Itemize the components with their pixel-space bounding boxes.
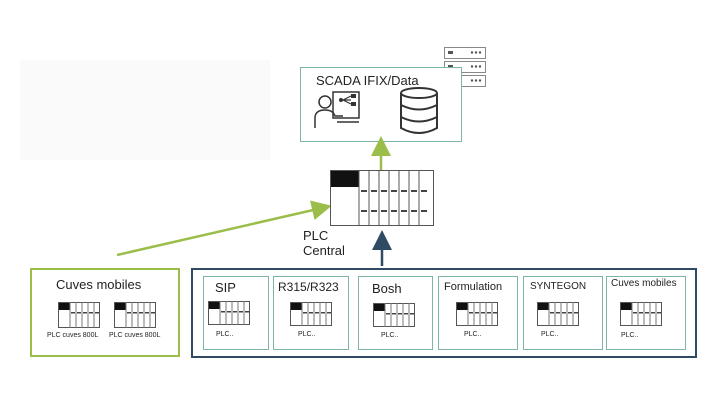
- module-title-sip: SIP: [215, 280, 236, 295]
- plc-icon: [208, 301, 250, 325]
- plc-icon: [620, 302, 662, 326]
- plc-label-tank-2: PLC cuves 800L: [109, 332, 161, 339]
- plc-icon: [58, 302, 100, 328]
- plc-central-icon: [330, 170, 434, 226]
- background-shape: [20, 60, 270, 160]
- plc-central-line1: PLC: [303, 228, 329, 243]
- module-title-cuves-mobiles: Cuves mobiles: [611, 278, 677, 289]
- module-plc-bosh: PLC..: [381, 332, 399, 339]
- plc-central-label: PLC Central: [303, 228, 345, 258]
- module-title-formulation: Formulation: [444, 281, 503, 293]
- plc-icon: [537, 302, 579, 326]
- module-title-r315: R315/R323: [278, 280, 339, 294]
- module-title-syntegon: SYNTEGON: [530, 281, 587, 292]
- module-title-bosh: Bosh: [372, 281, 402, 296]
- plc-icon: [114, 302, 156, 328]
- module-plc-sip: PLC..: [216, 331, 234, 338]
- arrow-mobile-to-plc: [116, 200, 332, 257]
- module-plc-syntegon: PLC..: [541, 331, 559, 338]
- plc-icon: [456, 302, 498, 326]
- plc-central-line2: Central: [303, 243, 345, 258]
- module-plc-r315: PLC..: [298, 331, 316, 338]
- plc-label-tank-1: PLC cuves 800L: [47, 332, 99, 339]
- plc-icon: [290, 302, 332, 326]
- scada-title: SCADA IFIX/Data: [316, 73, 419, 88]
- mobile-group-title: Cuves mobiles: [56, 277, 142, 292]
- database-icon: [400, 87, 438, 134]
- plc-icon: [373, 303, 415, 327]
- module-plc-cuves-mobiles: PLC..: [621, 332, 639, 339]
- operator-icon: [314, 91, 360, 128]
- module-plc-formulation: PLC..: [464, 331, 482, 338]
